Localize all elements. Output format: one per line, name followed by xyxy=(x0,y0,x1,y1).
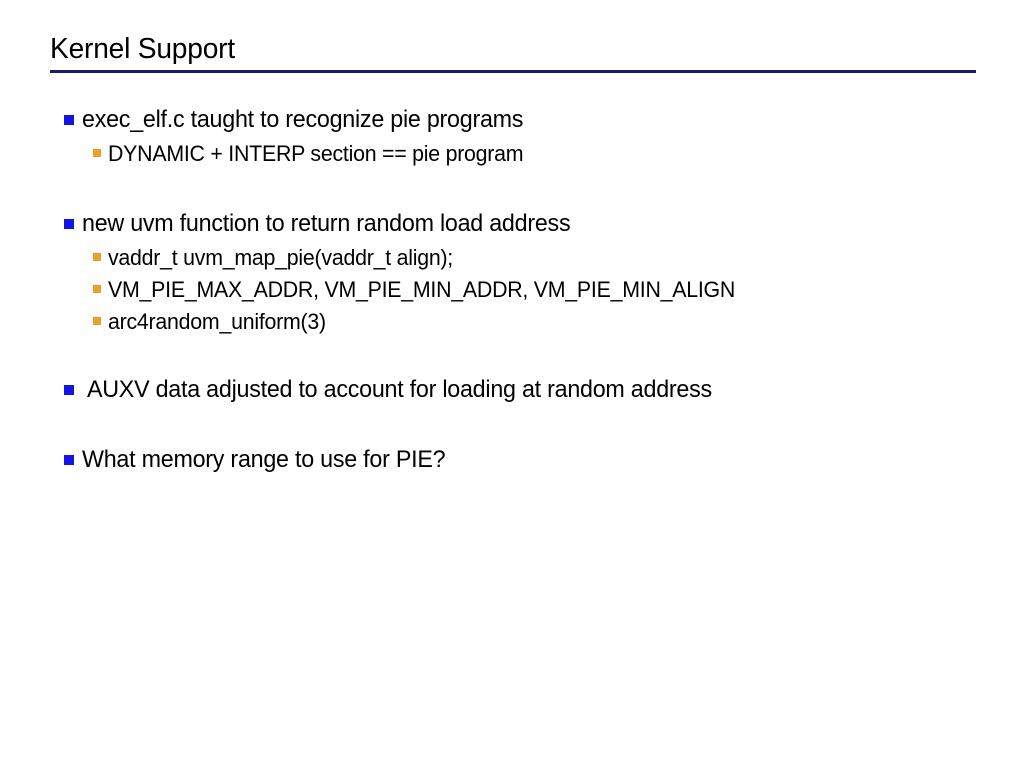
list-item: exec_elf.c taught to recognize pie progr… xyxy=(64,104,990,138)
bullet-text: arc4random_uniform(3) xyxy=(108,309,326,334)
bullet-square-icon xyxy=(93,317,101,325)
bullet-text: new uvm function to return random load a… xyxy=(82,210,571,237)
bullet-square-icon xyxy=(64,115,74,125)
list-item: new uvm function to return random load a… xyxy=(64,208,990,242)
title-underline-rule xyxy=(50,70,976,73)
bullet-text: exec_elf.c taught to recognize pie progr… xyxy=(82,106,524,133)
bullet-text: VM_PIE_MAX_ADDR, VM_PIE_MIN_ADDR, VM_PIE… xyxy=(108,277,736,302)
bullet-text: AUXV data adjusted to account for loadin… xyxy=(82,376,712,403)
slide-body: exec_elf.c taught to recognize pie progr… xyxy=(50,104,990,478)
bullet-square-icon xyxy=(93,285,101,293)
group-spacer xyxy=(50,408,990,444)
list-item: What memory range to use for PIE? xyxy=(64,444,990,478)
bullet-square-icon xyxy=(64,219,74,229)
slide-title-block: Kernel Support xyxy=(50,32,976,73)
bullet-square-icon xyxy=(93,149,101,157)
bullet-text: What memory range to use for PIE? xyxy=(82,446,446,473)
list-item: AUXV data adjusted to account for loadin… xyxy=(64,374,990,408)
list-item: vaddr_t uvm_map_pie(vaddr_t align); xyxy=(93,242,990,274)
bullet-square-icon xyxy=(93,253,101,261)
bullet-square-icon xyxy=(64,385,74,395)
bullet-text: DYNAMIC + INTERP section == pie program xyxy=(108,141,524,166)
group-spacer xyxy=(50,170,990,208)
bullet-text: vaddr_t uvm_map_pie(vaddr_t align); xyxy=(108,245,454,270)
list-item: arc4random_uniform(3) xyxy=(93,306,990,338)
group-spacer xyxy=(50,338,990,374)
page-title: Kernel Support xyxy=(50,33,235,65)
bullet-square-icon xyxy=(64,455,74,465)
list-item: DYNAMIC + INTERP section == pie program xyxy=(93,138,990,170)
list-item: VM_PIE_MAX_ADDR, VM_PIE_MIN_ADDR, VM_PIE… xyxy=(93,274,990,306)
